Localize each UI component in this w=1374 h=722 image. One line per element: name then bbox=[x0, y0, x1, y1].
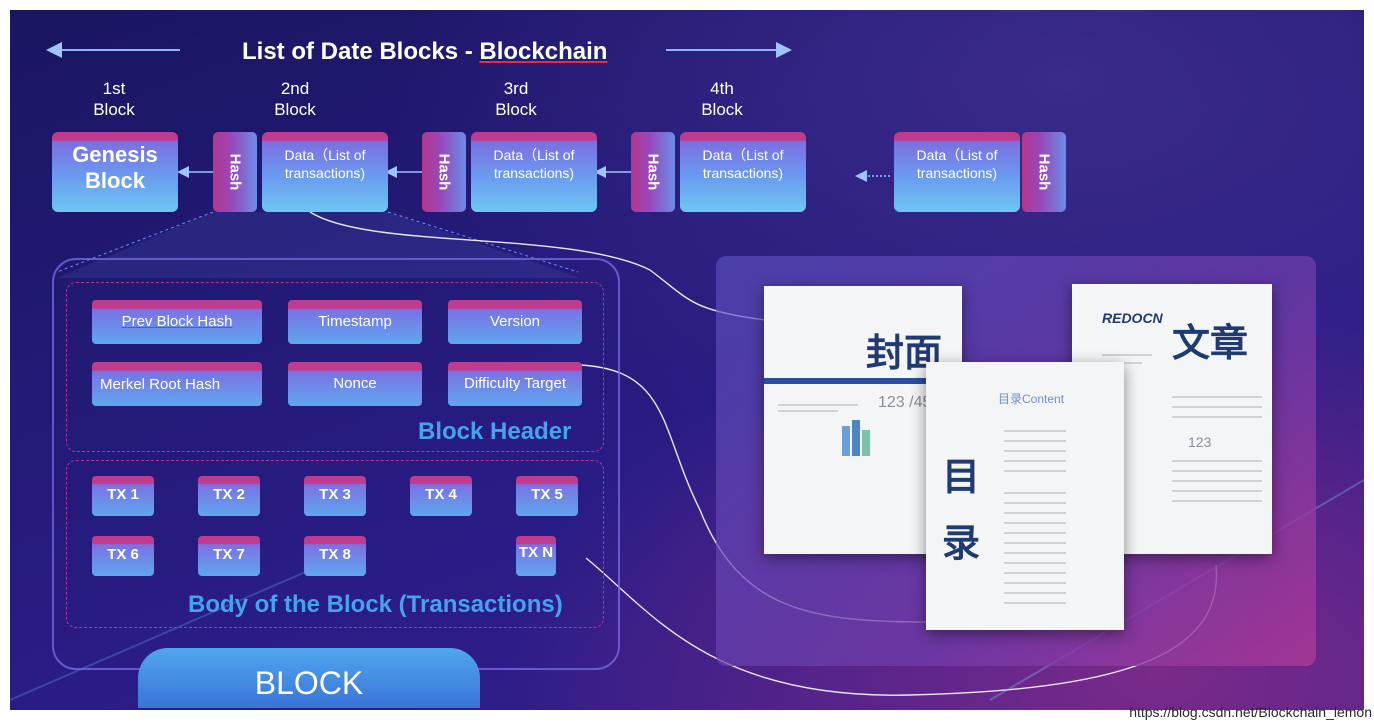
field-timestamp: Timestamp bbox=[288, 300, 422, 344]
field-difficulty-target-label: Difficulty Target bbox=[464, 375, 566, 392]
data-2-line2: transactions) bbox=[284, 165, 366, 181]
block-label-2-line2: Block bbox=[274, 100, 316, 119]
block-label-pill: BLOCK bbox=[138, 648, 480, 708]
data-block-4: Data（List of transactions) bbox=[680, 132, 806, 212]
block-body-frame bbox=[66, 460, 604, 628]
cover-number: 123 /45 bbox=[878, 394, 932, 411]
data-2-line1: Data（List of bbox=[284, 147, 366, 163]
data-4-line2: transactions) bbox=[702, 165, 784, 181]
data-3-line2: transactions) bbox=[493, 165, 575, 181]
field-version-label: Version bbox=[489, 313, 541, 330]
tx-6: TX 6 bbox=[92, 536, 154, 576]
toc-heading: 目录Content bbox=[998, 392, 1065, 406]
data-block-latest: Data（List of transactions) bbox=[894, 132, 1020, 212]
block-label-1-line1: 1st bbox=[102, 79, 126, 98]
block-body-title: Body of the Block (Transactions) bbox=[188, 591, 563, 618]
tx-1: TX 1 bbox=[92, 476, 154, 516]
block-label-1: 1st Block bbox=[84, 78, 144, 120]
toc-title-line2: 录 bbox=[942, 523, 981, 565]
diagram-canvas: List of Date Blocks - Blockchain 1st Blo… bbox=[10, 10, 1364, 710]
data-latest-line1: Data（List of bbox=[916, 147, 998, 163]
data-4-line1: Data（List of bbox=[702, 147, 784, 163]
hash-block-3: Hash bbox=[422, 132, 466, 212]
tx-n: TX N bbox=[516, 536, 556, 576]
block-label-2-line1: 2nd bbox=[280, 79, 310, 98]
block-label-3-line2: Block bbox=[495, 100, 537, 119]
cover-graphic-icon bbox=[842, 420, 870, 456]
genesis-block: Genesis Block bbox=[52, 132, 178, 212]
block-label-1-line2: Block bbox=[93, 100, 135, 119]
block-label-4: 4th Block bbox=[692, 78, 752, 120]
field-prev-block-hash: Prev Block Hash bbox=[92, 300, 262, 344]
watermark-url: https://blog.csdn.net/Blockchain_lemon bbox=[1129, 704, 1372, 720]
block-label-4-line2: Block bbox=[701, 100, 743, 119]
tx-3: TX 3 bbox=[304, 476, 366, 516]
field-version: Version bbox=[448, 300, 582, 344]
title-prefix: List of Date Blocks - bbox=[242, 38, 480, 65]
data-3-line1: Data（List of bbox=[493, 147, 575, 163]
data-block-3: Data（List of transactions) bbox=[471, 132, 597, 212]
tx-7: TX 7 bbox=[198, 536, 260, 576]
hash-label-latest: Hash bbox=[1035, 153, 1053, 191]
field-timestamp-label: Timestamp bbox=[318, 313, 392, 330]
block-header-title: Block Header bbox=[418, 418, 572, 445]
hash-label-4: Hash bbox=[644, 153, 662, 191]
block-label-3-line1: 3rd bbox=[503, 79, 529, 98]
field-merkel-root-hash: Merkel Root Hash bbox=[92, 362, 262, 406]
block-label-3: 3rd Block bbox=[486, 78, 546, 120]
hash-label-2: Hash bbox=[226, 153, 244, 191]
toc-title-line1: 目 bbox=[942, 457, 981, 499]
article-logo: REDOCN bbox=[1102, 310, 1163, 326]
hash-label-3: Hash bbox=[435, 153, 453, 191]
cover-band bbox=[764, 378, 962, 384]
block-label-4-line1: 4th bbox=[710, 79, 734, 98]
diagram-title: List of Date Blocks - Blockchain bbox=[242, 38, 607, 66]
genesis-line1: Genesis bbox=[72, 142, 158, 167]
data-block-2: Data（List of transactions) bbox=[262, 132, 388, 212]
block-label-2: 2nd Block bbox=[265, 78, 325, 120]
field-nonce-label: Nonce bbox=[333, 375, 377, 392]
tx-5: TX 5 bbox=[516, 476, 578, 516]
field-prev-block-hash-label: Prev Block Hash bbox=[121, 313, 233, 330]
genesis-line2: Block bbox=[85, 168, 145, 193]
hash-block-4: Hash bbox=[631, 132, 675, 212]
data-latest-line2: transactions) bbox=[916, 165, 998, 181]
toc-page: 目录Content 目 录 bbox=[926, 362, 1124, 630]
tx-4: TX 4 bbox=[410, 476, 472, 516]
title-link: Blockchain bbox=[479, 38, 608, 65]
hash-block-2: Hash bbox=[213, 132, 257, 212]
block-header-frame bbox=[66, 282, 604, 452]
field-difficulty-target: Difficulty Target bbox=[448, 362, 582, 406]
field-merkel-root-hash-label: Merkel Root Hash bbox=[100, 376, 221, 393]
article-number: 123 bbox=[1188, 434, 1212, 450]
article-title: 文章 bbox=[1172, 323, 1249, 365]
tx-8: TX 8 bbox=[304, 536, 366, 576]
field-nonce: Nonce bbox=[288, 362, 422, 406]
hash-block-latest: Hash bbox=[1022, 132, 1066, 212]
tx-2: TX 2 bbox=[198, 476, 260, 516]
